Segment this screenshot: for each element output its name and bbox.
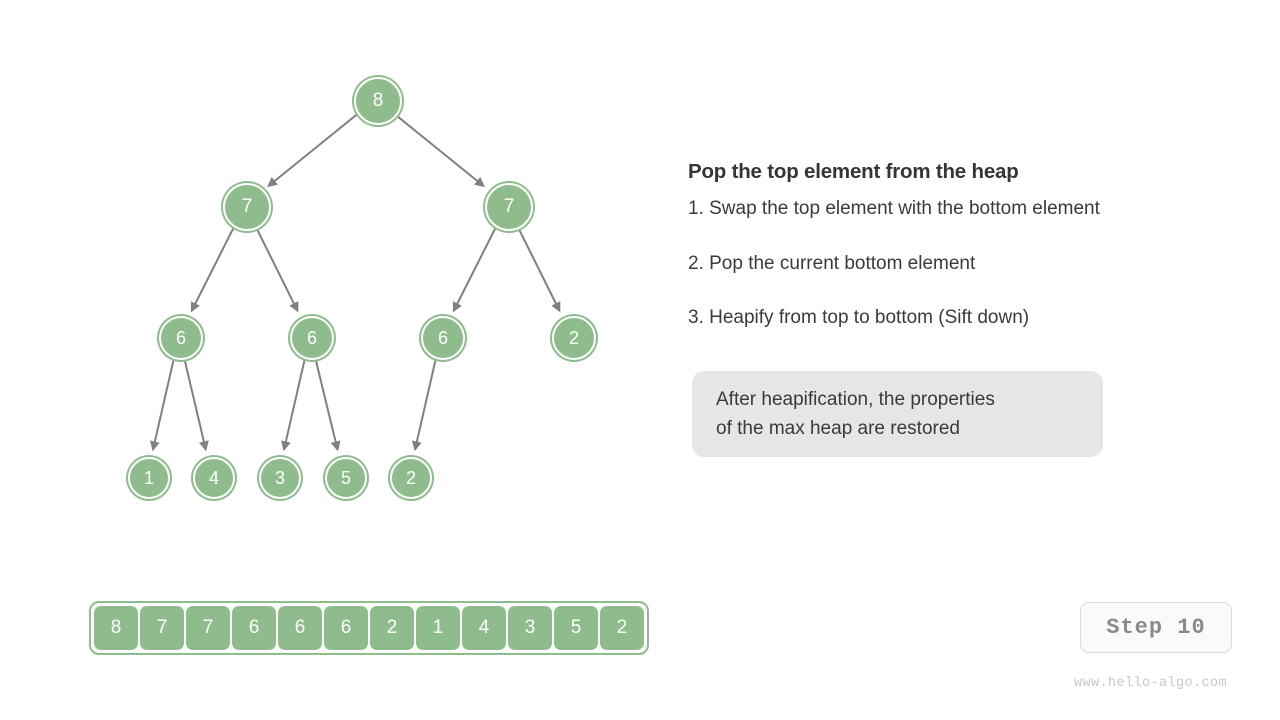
note-line-1: After heapification, the properties [716, 389, 995, 410]
tree-node: 2 [552, 316, 596, 360]
tree-edge [183, 358, 209, 452]
tree-edge [150, 358, 175, 452]
tree-node: 6 [421, 316, 465, 360]
tree-edge [255, 226, 299, 313]
note-callout: After heapification, the properties of t… [692, 371, 1103, 457]
status-badge: Step 10 [1080, 602, 1232, 653]
footer-url: www.hello-algo.com [1074, 676, 1228, 691]
tree-edge [412, 358, 437, 452]
tree-node: 6 [290, 316, 334, 360]
tree-node: 4 [193, 457, 235, 499]
tree-edge [281, 358, 306, 452]
instruction-step-1: 1. Swap the top element with the bottom … [688, 198, 1100, 219]
tree-node: 8 [354, 77, 402, 125]
tree-edge [314, 358, 341, 452]
tree-edge [267, 113, 358, 188]
note-line-2: of the max heap are restored [716, 418, 960, 440]
array-cell: 2 [370, 606, 414, 650]
tree-node: 6 [159, 316, 203, 360]
tree-edges [150, 113, 561, 452]
instruction-step-2: 2. Pop the current bottom element [688, 252, 976, 274]
array-cell: 3 [508, 606, 552, 650]
tree-edge [394, 113, 485, 188]
instruction-step-3: 3. Heapify from top to bottom (Sift down… [688, 307, 1030, 329]
edge-layer [150, 113, 561, 452]
array-cell: 2 [600, 606, 644, 650]
array-cell: 8 [94, 606, 138, 650]
tree-node: 2 [390, 457, 432, 499]
tree-node: 7 [485, 183, 533, 231]
array-cell: 5 [554, 606, 598, 650]
array-cell: 4 [462, 606, 506, 650]
tree-node: 5 [325, 457, 367, 499]
array-cell: 1 [416, 606, 460, 650]
array-cell: 6 [232, 606, 276, 650]
tree-edge [517, 226, 561, 313]
tree-edge [190, 226, 235, 313]
instruction-panel: Pop the top element from the heap 1. Swa… [688, 160, 1248, 331]
array-cell: 6 [324, 606, 368, 650]
page-title: Pop the top element from the heap [688, 160, 1019, 183]
tree-node: 3 [259, 457, 301, 499]
tree-node: 1 [128, 457, 170, 499]
array-cell: 7 [140, 606, 184, 650]
tree-edge [452, 226, 497, 313]
array-cell: 6 [278, 606, 322, 650]
tree-node: 7 [223, 183, 271, 231]
array-cell: 7 [186, 606, 230, 650]
